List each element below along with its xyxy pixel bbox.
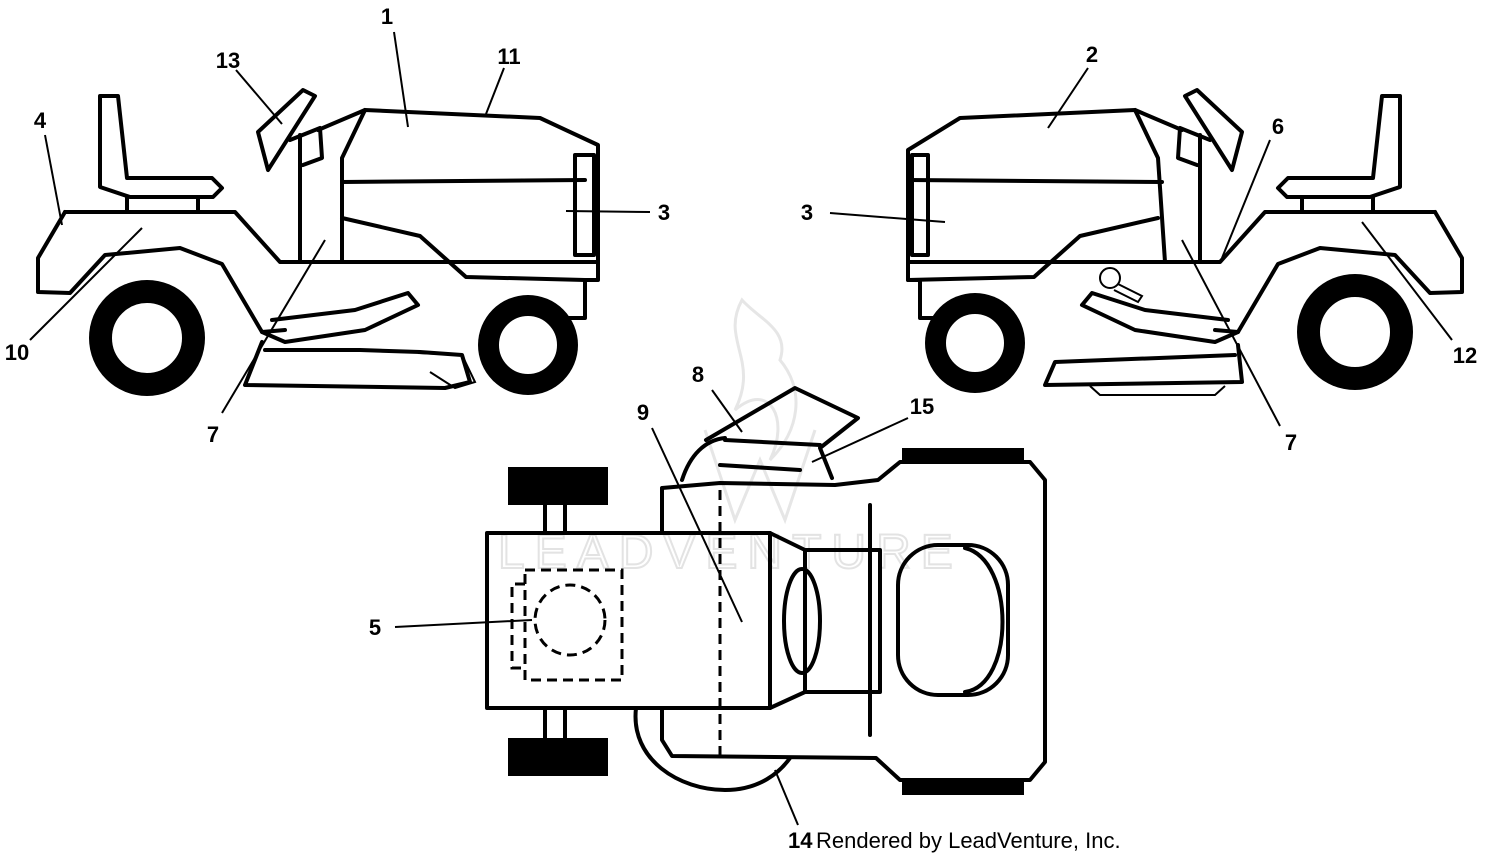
credit-text: Rendered by LeadVenture, Inc. bbox=[816, 828, 1121, 853]
callout-2: 2 bbox=[1086, 42, 1098, 67]
top-view-mower bbox=[485, 386, 1047, 795]
callout-6: 6 bbox=[1272, 114, 1284, 139]
callout-3-right: 3 bbox=[801, 200, 813, 225]
callout-7-right: 7 bbox=[1285, 430, 1297, 455]
callout-3-left: 3 bbox=[658, 200, 670, 225]
callout-12: 12 bbox=[1453, 343, 1477, 368]
callout-labels: 1 2 3 3 4 5 6 7 7 8 9 10 11 12 13 15 14 … bbox=[5, 4, 1477, 853]
callout-14: 14 bbox=[788, 828, 813, 853]
callout-10: 10 bbox=[5, 340, 29, 365]
callout-8: 8 bbox=[692, 362, 704, 387]
callout-7-left: 7 bbox=[207, 422, 219, 447]
right-side-mower bbox=[906, 88, 1464, 396]
callout-5: 5 bbox=[369, 615, 381, 640]
callout-15: 15 bbox=[910, 394, 934, 419]
callout-11: 11 bbox=[497, 44, 520, 69]
callout-9: 9 bbox=[637, 400, 649, 425]
left-side-mower bbox=[36, 88, 600, 396]
callout-13: 13 bbox=[216, 48, 240, 73]
callout-1: 1 bbox=[381, 4, 393, 29]
leader-lines bbox=[29, 31, 1453, 826]
callout-4: 4 bbox=[34, 108, 47, 133]
